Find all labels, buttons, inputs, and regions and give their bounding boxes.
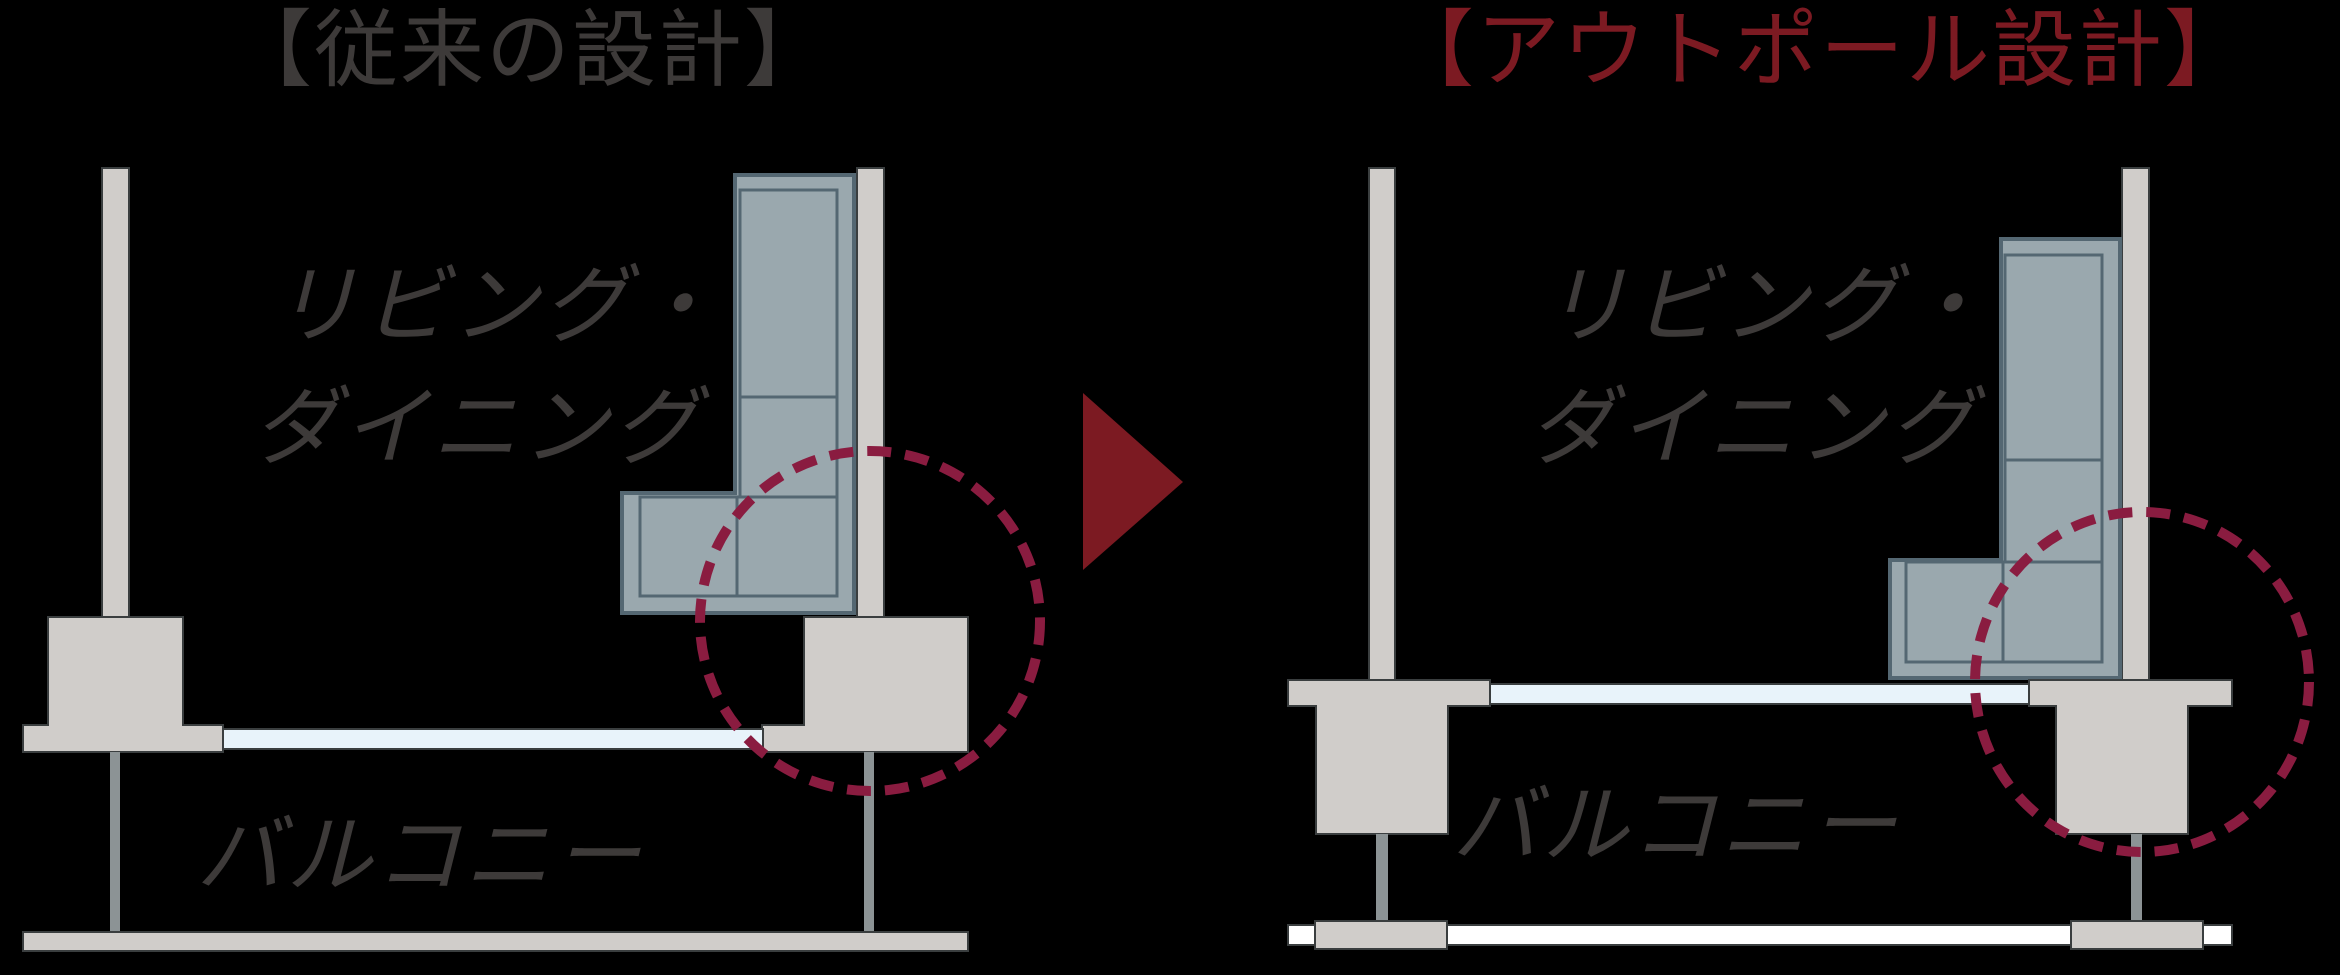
highlight-circle bbox=[695, 446, 1045, 796]
rail-footing-left bbox=[1314, 920, 1448, 950]
rail-footing-right bbox=[2070, 920, 2204, 950]
balcony-post-left bbox=[1376, 834, 1388, 924]
balcony-post-right bbox=[864, 752, 874, 932]
window-glass bbox=[222, 728, 764, 750]
left-floorplan bbox=[22, 167, 1045, 952]
outpole-design-title: 【アウトポール設計】 bbox=[1390, 1, 2251, 99]
balcony-rail bbox=[1287, 924, 2233, 946]
right-floorplan bbox=[1287, 167, 2314, 950]
sofa-icon bbox=[620, 173, 856, 615]
conventional-design-title: 【従来の設計】 bbox=[228, 1, 831, 99]
living-dining-label-line2: ダイニング bbox=[252, 378, 702, 478]
right-column bbox=[2028, 679, 2233, 835]
window-glass bbox=[1489, 683, 2030, 705]
right-column bbox=[761, 616, 969, 753]
living-dining-label-line2: ダイニング bbox=[1528, 378, 1978, 478]
right-wall bbox=[856, 167, 885, 621]
highlight-circle bbox=[1970, 507, 2314, 857]
balcony-rail bbox=[22, 931, 969, 952]
sofa-icon bbox=[1888, 237, 2122, 680]
balcony-post-left bbox=[110, 752, 120, 932]
left-column bbox=[22, 616, 224, 753]
left-wall bbox=[101, 167, 130, 621]
balcony-label: バルコニー bbox=[1452, 776, 1901, 876]
left-wall bbox=[1368, 167, 1396, 683]
living-dining-label-line1: リビング・ bbox=[1542, 256, 1992, 356]
balcony-label: バルコニー bbox=[196, 806, 645, 906]
balcony-post-right bbox=[2131, 834, 2142, 924]
living-dining-label-line1: リビング・ bbox=[272, 256, 722, 356]
right-wall bbox=[2121, 167, 2150, 683]
triangle-right-icon bbox=[1083, 393, 1183, 570]
